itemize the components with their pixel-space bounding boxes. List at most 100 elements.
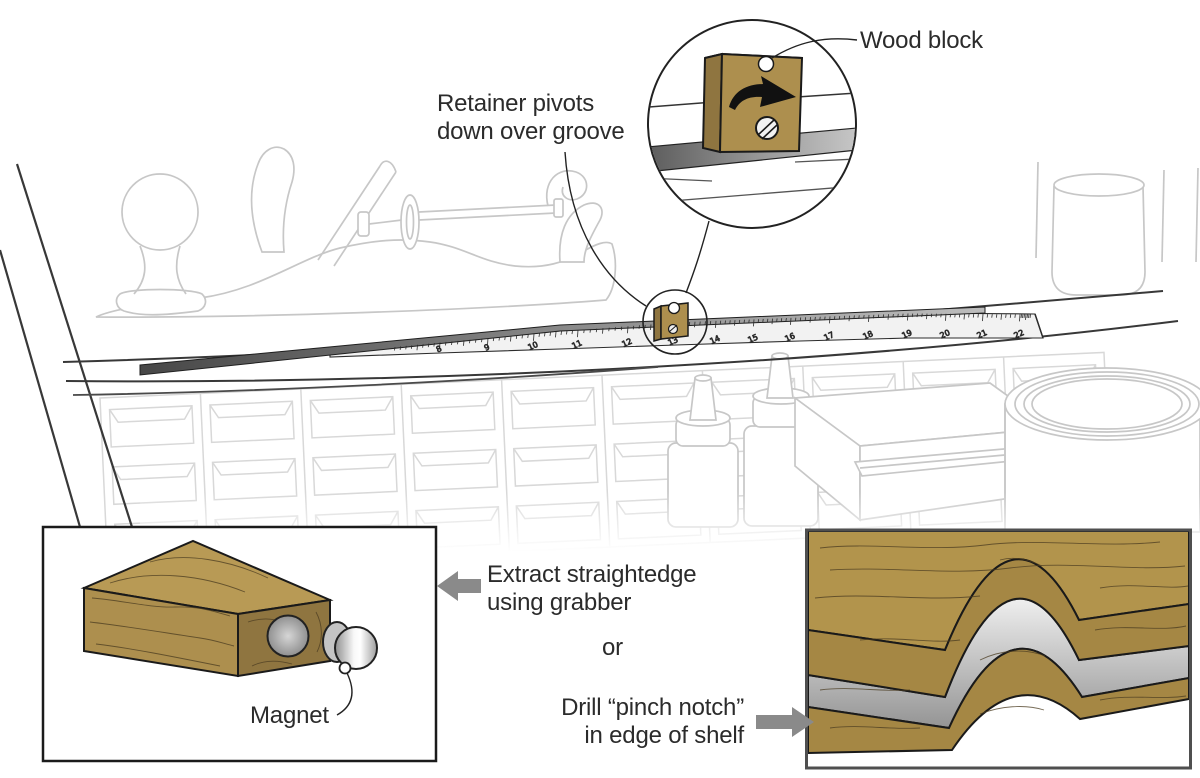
drawer-front bbox=[512, 444, 599, 487]
ruler-tick bbox=[940, 313, 942, 318]
ruler-tick bbox=[1026, 314, 1028, 318]
ruler-number: 10 bbox=[526, 340, 539, 352]
ruler-tick bbox=[498, 336, 500, 341]
plane-lever bbox=[558, 202, 603, 263]
ruler-tick bbox=[794, 317, 797, 322]
ruler-tick bbox=[1022, 314, 1024, 318]
ruler-tick bbox=[945, 313, 947, 321]
ruler-tick bbox=[650, 324, 652, 330]
drawer-front bbox=[108, 405, 195, 448]
ruler-tick bbox=[589, 329, 591, 333]
ruler-tick bbox=[907, 313, 909, 321]
magnet-face bbox=[334, 626, 378, 670]
ruler-tick bbox=[457, 340, 459, 345]
ruler-tick bbox=[504, 336, 506, 341]
ruler-tick bbox=[897, 313, 899, 318]
ruler-tick bbox=[1014, 314, 1016, 318]
ruler-tick bbox=[785, 317, 787, 322]
ruler-tick bbox=[608, 327, 610, 332]
ruler-tick bbox=[780, 318, 783, 322]
plane-tote bbox=[250, 146, 295, 253]
ruler-tick bbox=[819, 316, 821, 321]
ruler-tick bbox=[410, 345, 413, 349]
ruler-tick bbox=[715, 320, 717, 328]
ruler-tick bbox=[833, 316, 836, 320]
ruler-tick bbox=[843, 315, 846, 320]
ruler-tick bbox=[724, 320, 726, 325]
ruler-tick bbox=[863, 315, 865, 319]
ruler-tick bbox=[882, 314, 885, 318]
ruler-tick bbox=[949, 313, 952, 318]
ruler-tick bbox=[583, 329, 585, 334]
ruler-end-cut bbox=[1034, 313, 1044, 339]
ruler-number: 19 bbox=[900, 328, 913, 340]
ruler-tick bbox=[620, 326, 623, 331]
wood-grain bbox=[814, 541, 1189, 729]
inset-leader-line bbox=[685, 220, 710, 294]
ruler-tick bbox=[766, 318, 769, 323]
drawer-front bbox=[209, 400, 295, 444]
ruler-tick bbox=[1020, 314, 1022, 318]
ruler-tick bbox=[399, 346, 402, 350]
ruler-tick bbox=[394, 346, 396, 351]
ruler-tick bbox=[790, 317, 792, 325]
wall-edge-line bbox=[0, 249, 82, 528]
ruler-tick bbox=[644, 324, 646, 329]
ruler-tick bbox=[804, 317, 807, 321]
ruler-number: 18 bbox=[861, 329, 874, 341]
ruler-tick bbox=[469, 339, 471, 344]
ruler-tick bbox=[422, 344, 424, 348]
arrow-right-icon bbox=[756, 707, 814, 737]
shelf-bottom-edge bbox=[72, 366, 659, 396]
ruler-tick bbox=[627, 326, 629, 334]
label-retainer: Retainer pivots down over groove bbox=[437, 90, 625, 146]
ruler-number: 8 bbox=[435, 344, 443, 354]
ruler-tick bbox=[719, 320, 722, 325]
ruler-tick bbox=[1025, 314, 1027, 320]
ruler-tick bbox=[405, 345, 407, 350]
ruler-tick bbox=[838, 315, 841, 320]
ruler-tick bbox=[527, 334, 529, 338]
ruler-tick bbox=[427, 343, 430, 348]
ruler-tick bbox=[595, 328, 598, 333]
notch-panel bbox=[805, 528, 1192, 770]
ruler-tick bbox=[738, 319, 741, 324]
retainer-small-front bbox=[660, 302, 689, 340]
ruler-tick bbox=[958, 313, 961, 318]
ruler-number: 17 bbox=[822, 330, 835, 342]
label-retainer-line2: down over groove bbox=[437, 118, 625, 145]
ruler-tick bbox=[416, 344, 418, 351]
ruler-tick bbox=[868, 314, 870, 322]
label-drill: Drill “pinch notch” in edge of shelf bbox=[520, 694, 744, 750]
ruler-number: 22 bbox=[1012, 328, 1025, 340]
ruler-tick bbox=[1000, 314, 1002, 320]
ruler-tick bbox=[982, 314, 984, 322]
ruler-number: 12 bbox=[620, 337, 633, 349]
ruler-number: 14 bbox=[708, 334, 721, 346]
drawer-front bbox=[312, 453, 398, 496]
ruler-tick bbox=[757, 319, 760, 323]
hand-plane-sketch bbox=[95, 146, 617, 318]
ruler-tick bbox=[439, 342, 441, 350]
ruler-tick bbox=[549, 332, 551, 336]
ruler-tick bbox=[445, 341, 447, 346]
ruler-tick bbox=[911, 313, 914, 318]
plane-knob-base bbox=[115, 288, 207, 316]
retainer-inset-side bbox=[701, 52, 724, 154]
ruler-tick bbox=[872, 314, 875, 319]
ruler-tick bbox=[521, 334, 523, 339]
ruler-tick bbox=[776, 318, 778, 322]
ruler-tick bbox=[638, 325, 640, 329]
drawer-front bbox=[412, 448, 499, 492]
ruler-tick bbox=[515, 335, 518, 340]
label-extract: Extract straightedge using grabber bbox=[487, 561, 697, 617]
ruler-tick bbox=[688, 321, 691, 326]
drawer-front bbox=[309, 395, 396, 439]
ruler-tick bbox=[977, 313, 979, 318]
ruler-tick bbox=[709, 321, 712, 325]
ruler-tick bbox=[533, 333, 535, 341]
ruler-tick bbox=[492, 337, 495, 342]
ruler-tick bbox=[1028, 314, 1030, 319]
ruler-tick bbox=[848, 315, 850, 322]
